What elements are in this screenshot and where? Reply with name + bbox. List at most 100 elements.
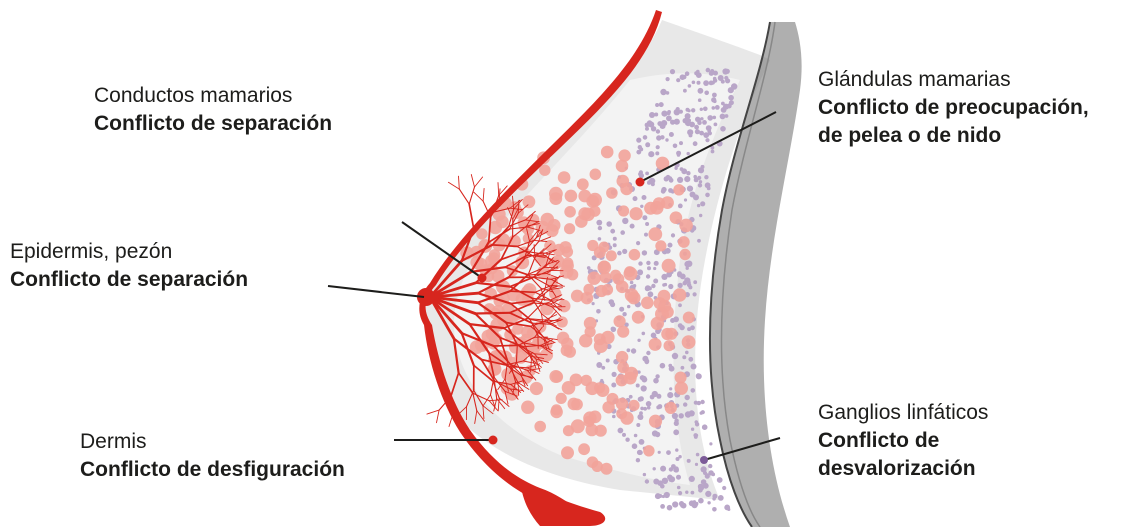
duct-branch	[448, 182, 459, 189]
lymph-node	[713, 77, 717, 81]
lymph-node	[648, 291, 654, 297]
lymph-node	[673, 316, 679, 322]
lobule	[670, 211, 683, 224]
lobule	[673, 184, 684, 195]
lobule	[599, 242, 610, 253]
lobule	[541, 213, 555, 227]
lobule	[624, 266, 635, 277]
lymph-node	[627, 305, 630, 308]
lobule	[661, 306, 673, 318]
label-name: Ganglios linfáticos	[818, 399, 988, 427]
lymph-node	[694, 401, 698, 405]
lymph-node	[694, 435, 698, 439]
lymph-node	[642, 356, 648, 362]
lymph-node	[722, 68, 728, 74]
lymph-node	[705, 193, 710, 198]
lobule	[601, 463, 613, 475]
lymph-node	[637, 450, 642, 455]
lymph-node	[689, 410, 695, 416]
lobule	[664, 340, 675, 351]
lobule	[557, 316, 568, 327]
label-conflict: Conflicto de desfiguración	[80, 456, 345, 484]
label-ganglios-linfaticos: Ganglios linfáticos Conflicto de desvalo…	[818, 399, 988, 483]
lymph-node	[675, 448, 678, 451]
lobule	[551, 371, 563, 383]
label-name: Dermis	[80, 428, 345, 456]
lymph-node	[705, 138, 709, 142]
lymph-node	[687, 186, 693, 192]
lobule	[598, 261, 612, 275]
lymph-node	[691, 491, 695, 495]
lobule	[616, 351, 628, 363]
lymph-node	[677, 272, 682, 277]
lymph-node	[697, 239, 701, 243]
lymph-node	[686, 261, 692, 267]
lymph-node	[691, 108, 695, 112]
lobule	[595, 425, 607, 437]
lymph-node	[618, 428, 624, 434]
lymph-node	[709, 81, 714, 86]
lymph-node	[688, 119, 691, 122]
lymph-node	[642, 215, 647, 220]
lymph-node	[661, 187, 666, 192]
lobule	[678, 236, 690, 248]
lobule	[607, 393, 619, 405]
label-conflict: de pelea o de nido	[818, 122, 1089, 150]
lymph-node	[693, 292, 697, 296]
duct-branch	[483, 188, 484, 201]
lymph-node	[670, 69, 675, 74]
lobule	[523, 195, 536, 208]
lymph-node	[687, 459, 691, 463]
lymph-node	[606, 359, 610, 363]
lymph-node	[658, 404, 663, 409]
lymph-node	[587, 266, 591, 270]
lymph-node	[683, 402, 687, 406]
lymph-node	[632, 443, 638, 449]
lymph-node	[672, 353, 678, 359]
duct-branch	[498, 183, 499, 196]
lymph-node	[642, 250, 647, 255]
lymph-node	[699, 214, 702, 217]
lobule	[641, 297, 654, 310]
lymph-node	[710, 69, 714, 73]
lymph-node	[689, 500, 695, 506]
duct-branch	[427, 410, 439, 414]
lymph-node	[620, 230, 625, 235]
lymph-node	[647, 266, 651, 270]
lymph-node	[685, 395, 690, 400]
lymph-node	[636, 423, 640, 427]
lymph-node	[688, 84, 692, 88]
lymph-node	[666, 77, 670, 81]
lymph-node	[668, 176, 672, 180]
lymph-node	[622, 433, 626, 437]
duct-branch	[469, 187, 474, 204]
lymph-node	[657, 480, 663, 486]
lymph-node	[631, 348, 636, 353]
lymph-node	[592, 302, 595, 305]
lymph-node	[712, 494, 717, 499]
lymph-node	[637, 269, 643, 275]
lymph-node	[644, 233, 648, 237]
lymph-node	[669, 132, 674, 137]
lymph-node	[698, 98, 702, 102]
lobule	[606, 250, 617, 261]
lobule	[577, 178, 589, 190]
leader-dot-dermis	[489, 436, 498, 445]
label-glandulas-mamarias: Glándulas mamarias Conflicto de preocupa…	[818, 66, 1089, 150]
lymph-node	[688, 109, 691, 112]
lymph-node	[653, 467, 656, 470]
lymph-node	[671, 233, 675, 237]
lymph-node	[661, 111, 667, 117]
lymph-node	[700, 117, 703, 120]
lobule	[564, 206, 576, 218]
lobule	[665, 328, 677, 340]
lymph-node	[651, 182, 655, 186]
lymph-node	[703, 132, 709, 138]
lobule	[617, 175, 630, 188]
label-conflict: Conflicto de	[818, 427, 988, 455]
leader-line-epidermis	[328, 286, 424, 297]
lobule	[618, 149, 630, 161]
lymph-node	[702, 424, 708, 430]
lobule	[564, 223, 575, 234]
lymph-node	[636, 138, 641, 143]
